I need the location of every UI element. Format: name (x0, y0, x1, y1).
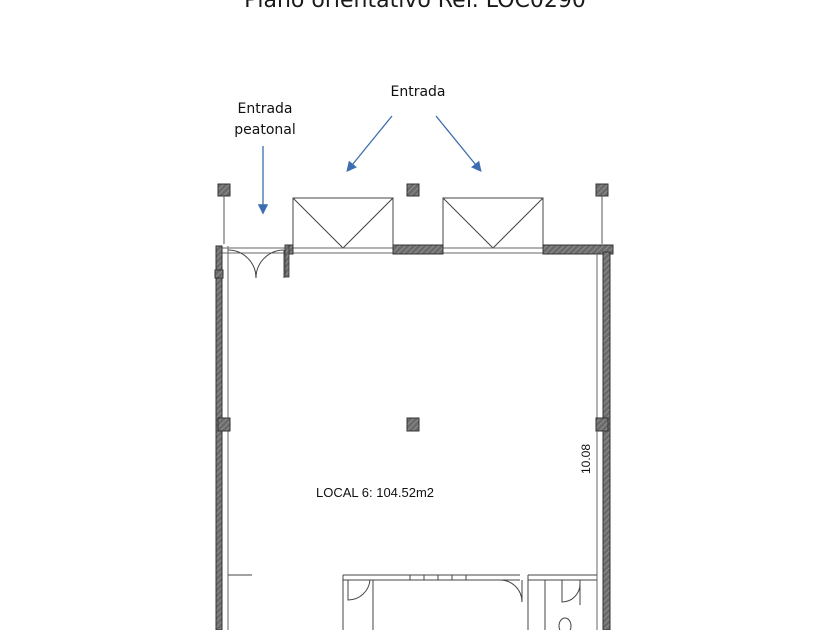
left-wall (214, 245, 231, 630)
arrow-entrance-left (346, 115, 393, 173)
entrada-label: Entrada (390, 84, 446, 100)
arrow-entrance-right (435, 115, 482, 173)
entrada-peatonal-line2: peatonal (234, 122, 296, 138)
pedestrian-door (227, 249, 285, 279)
center-column (406, 417, 420, 432)
right-wall (595, 251, 611, 630)
bottom-partitions (228, 574, 597, 630)
entrada-peatonal-label: Entrada peatonal (225, 99, 305, 141)
dimension-label: 10.08 (579, 444, 593, 474)
entrance-shutters (292, 197, 544, 249)
entrance-arrows (257, 115, 482, 215)
top-columns (217, 183, 609, 244)
top-wall (218, 244, 614, 278)
page-title: Plano orientativo Ref. LOC0290 (244, 0, 586, 13)
entrada-peatonal-line1: Entrada (237, 101, 293, 117)
local-area-label: LOCAL 6: 104.52m2 (316, 485, 434, 500)
